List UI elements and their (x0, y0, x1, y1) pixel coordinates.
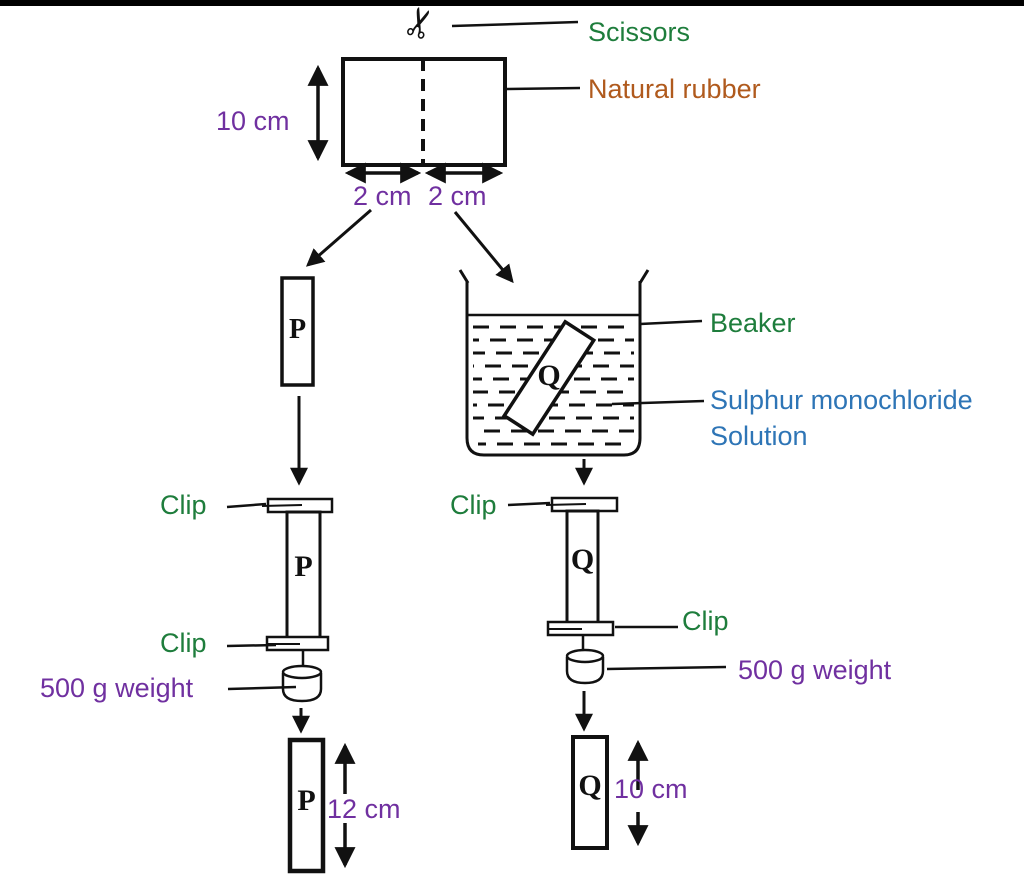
strip-q-in-beaker (501, 319, 597, 437)
q-final-length-label: 10 cm (614, 774, 688, 804)
beaker-right-lip (638, 269, 650, 284)
natural-rubber-sheet (341, 57, 507, 167)
top-black-border (0, 0, 1024, 6)
natural-rubber-leader-line (504, 86, 581, 91)
cut-left-label: 2 cm (353, 181, 412, 211)
weight-label-left: 500 g weight (40, 673, 194, 703)
beaker-leader-line (639, 319, 703, 326)
strip-p-initial-letter: P (288, 314, 307, 345)
sheet-height-label: 10 cm (216, 106, 290, 136)
apparatus-q (545, 496, 619, 732)
clip-label-right-top: Clip (450, 490, 497, 520)
cut-right-label: 2 cm (428, 181, 487, 211)
strip-q-beaker-letter: Q (537, 359, 561, 392)
scissors-label: Scissors (588, 17, 691, 47)
scissors-leader-line (451, 20, 579, 28)
clip-label-left-top: Clip (160, 490, 207, 520)
weight-right-leader (606, 665, 727, 671)
weight-left-leader (227, 685, 297, 691)
weight-right-body (565, 657, 605, 685)
flow-arrow-to-p (305, 208, 372, 267)
strip-q-final (571, 735, 609, 850)
strip-q-clamped-letter: Q (570, 543, 595, 576)
beaker (458, 269, 650, 457)
beaker-label: Beaker (710, 308, 796, 338)
flow-arrow-to-beaker (453, 211, 514, 284)
strip-p-final (287, 737, 326, 874)
natural-rubber-label: Natural rubber (588, 74, 761, 104)
weight-left-top (281, 664, 323, 680)
strip-p-final-letter: P (297, 784, 316, 817)
clip-top-right-leader (507, 501, 551, 507)
weight-label-right: 500 g weight (738, 655, 892, 685)
solution-label-line2: Solution (710, 421, 808, 451)
solution-label-line1: Sulphur monochloride (710, 385, 973, 415)
solution-leader-line (611, 399, 705, 406)
p-final-length-label: 12 cm (327, 794, 401, 824)
apparatus-p (261, 497, 334, 734)
strip-p-clamped-letter: P (294, 550, 313, 583)
weight-right-top (565, 648, 605, 664)
clip-label-right-bottom: Clip (682, 606, 729, 636)
clip-label-left-bottom: Clip (160, 628, 207, 658)
clip-top-left-leader (226, 502, 267, 509)
weight-left-body (281, 673, 323, 703)
strip-p-initial (280, 276, 315, 387)
beaker-left-lip (458, 269, 470, 284)
clip-bottom-left-leader (226, 643, 277, 648)
strip-q-final-letter: Q (578, 769, 602, 802)
